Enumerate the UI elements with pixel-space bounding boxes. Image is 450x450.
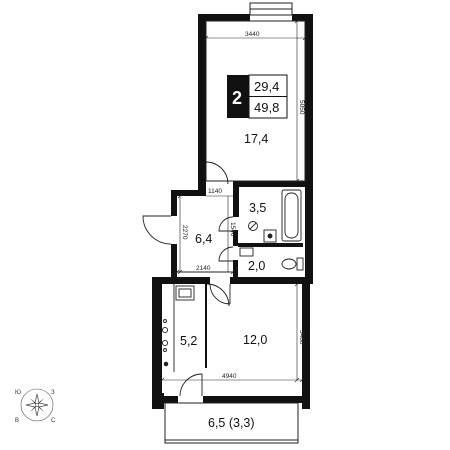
wc-sink [239, 247, 254, 257]
wall-kitchen-left [152, 277, 162, 409]
bathtub [281, 189, 302, 242]
wall-bath-toilet-divider [238, 243, 303, 247]
wall-living-left [198, 14, 206, 190]
wall-bath-left [233, 181, 239, 217]
compass-ring [20, 388, 54, 422]
wall-bottom-left [152, 393, 164, 409]
wall-hall-left-upper [171, 190, 177, 216]
wc-door-swing [218, 246, 234, 262]
room-area-bedroom: 12,0 [243, 333, 267, 347]
dim-bedroom-width: 4940 [222, 373, 237, 380]
wall-bath-left-lower [233, 230, 238, 246]
top-window [249, 2, 293, 16]
wall-wc-left [233, 260, 238, 281]
compass: Ю З В С [15, 388, 56, 424]
dim-bedroom-width-tick-l [159, 377, 165, 383]
compass-west: Ю [15, 390, 21, 396]
dim-hall-bottom-tick-r [230, 269, 236, 275]
room-area-toilet: 2,0 [248, 259, 265, 273]
wall-bottom-mid [164, 396, 178, 403]
doors [142, 161, 234, 397]
wall-living-top-right [292, 14, 312, 21]
total-area-value: 49,8 [254, 100, 279, 115]
dim-hall-height-tick-t [177, 193, 183, 199]
balcony-door-swing [179, 373, 203, 397]
dim-living-depth-tick-t [294, 18, 300, 24]
rooms-count-badge [227, 75, 249, 118]
dim-hall-bottom-tick-l [174, 269, 180, 275]
compass-center [35, 403, 39, 407]
stove-burner-2 [161, 339, 169, 347]
wall-bottom-right [203, 396, 310, 403]
wall-middle-left [152, 277, 210, 284]
dim-hall-width-bottom: 2140 [196, 265, 211, 272]
dimension-labels: 3440 5050 1140 2270 2140 1540 3480 4940 [181, 31, 305, 380]
dim-living-depth-tick-b [294, 178, 300, 184]
room-area-bathroom: 3,5 [249, 201, 266, 215]
compass-north: З [51, 390, 55, 396]
dim-living-depth: 5050 [298, 100, 305, 115]
wall-kitchen-bedroom [205, 284, 207, 368]
dim-hall-height: 2270 [181, 225, 188, 240]
wall-wet-right [305, 181, 313, 281]
wall-hall-left-lower [171, 244, 177, 281]
dim-top-width-tick-r [302, 35, 308, 41]
rooms-count: 2 [232, 88, 242, 108]
kitchen-sink-bowl [178, 288, 192, 298]
room-area-living: 17,4 [244, 132, 268, 146]
dim-corridor-width: 1540 [229, 222, 236, 237]
living-inner-contour [205, 20, 306, 182]
stove-burner-4 [163, 348, 167, 352]
living-area-value: 29,4 [254, 79, 279, 94]
compass-star-icon [25, 393, 49, 417]
bathtub-inner [284, 192, 299, 239]
dim-top-width-tick-l [203, 35, 209, 41]
fixtures [161, 189, 304, 372]
balcony-outline [164, 402, 299, 444]
bath-sink-mark [249, 222, 257, 230]
compass-south: В [15, 418, 19, 424]
area-summary: 2 29,4 49,8 [227, 74, 288, 119]
dim-bedroom-width-tick-r [299, 377, 305, 383]
wall-living-right [305, 14, 313, 186]
dim-hall-width-top: 1140 [208, 188, 222, 195]
toilet-tank [296, 257, 304, 271]
entrance-door-swing [142, 215, 172, 245]
room-area-hall: 6,4 [195, 232, 212, 246]
wall-middle-right [230, 277, 313, 284]
stove-burner-1 [161, 326, 169, 334]
dimension-lines [159, 18, 308, 383]
bedroom-door-arc [209, 283, 231, 305]
fridge-marker [163, 361, 169, 367]
living-door-swing [205, 161, 229, 185]
toilet-bowl [281, 258, 297, 270]
dim-bedroom-depth-tick-t [294, 281, 300, 287]
wall-bedroom-right [302, 277, 310, 409]
walls [152, 14, 313, 409]
dim-bedroom-depth: 3480 [298, 330, 305, 345]
washing-machine-drum [267, 233, 273, 239]
wall-hall-step [171, 190, 206, 196]
kitchen-sink [175, 285, 195, 301]
dim-top-width: 3440 [245, 31, 260, 38]
room-labels: 17,4 6,4 3,5 2,0 5,2 12,0 6,5 (3,3) [180, 132, 268, 430]
room-area-kitchen: 5,2 [180, 334, 197, 348]
room-area-balcony: 6,5 (3,3) [208, 416, 255, 430]
compass-east: С [51, 418, 56, 424]
bath-door-swing [218, 216, 234, 232]
wall-living-top-left [198, 14, 250, 21]
washing-machine [263, 229, 277, 243]
bath-sink [248, 221, 258, 231]
stove-burner-3 [163, 319, 167, 323]
wall-living-bottom-right [238, 181, 313, 187]
